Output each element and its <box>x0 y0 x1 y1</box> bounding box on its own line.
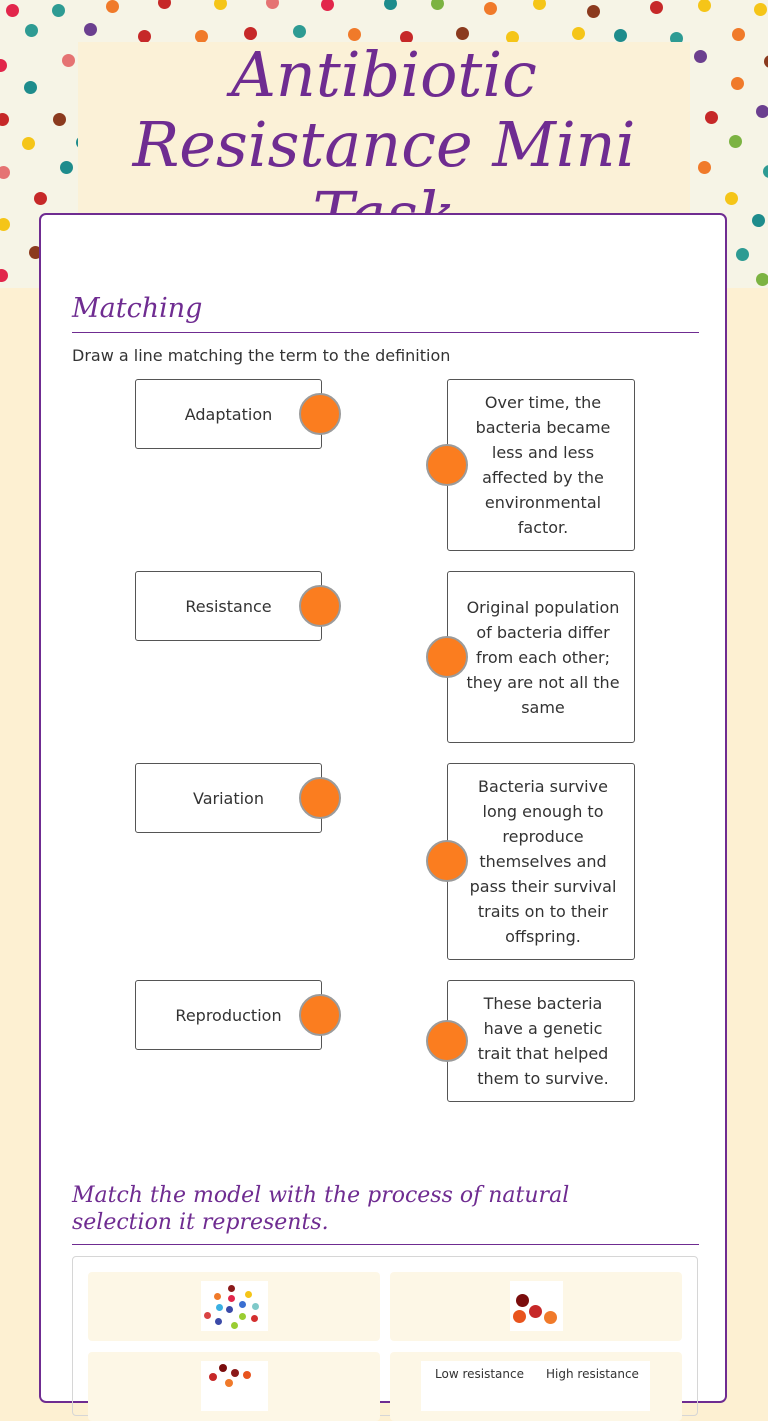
polka-dot <box>53 112 67 126</box>
polka-dot <box>430 0 444 10</box>
definition-text: Bacteria survive long enough to reproduc… <box>469 777 617 946</box>
models-divider <box>72 1244 699 1245</box>
polka-dot <box>698 160 712 174</box>
definition-match-handle-2[interactable] <box>426 636 468 678</box>
polka-dot <box>24 80 38 94</box>
term-match-handle-3[interactable] <box>299 777 341 819</box>
polka-dot <box>105 0 119 13</box>
polka-dot <box>348 28 362 42</box>
polka-dot <box>614 29 628 43</box>
polka-dot <box>138 30 152 44</box>
term-label: Resistance <box>185 596 272 616</box>
polka-dot <box>195 30 209 44</box>
resistant-bacteria-image <box>510 1281 563 1331</box>
polka-dot <box>52 4 66 18</box>
definition-text: Original population of bacteria differ f… <box>466 597 620 717</box>
definition-text: These bacteria have a genetic trait that… <box>477 994 609 1088</box>
definition-card-3[interactable]: Bacteria survive long enough to reproduc… <box>447 763 635 960</box>
term-card-adaptation[interactable]: Adaptation <box>135 379 322 449</box>
polka-dot <box>704 111 718 124</box>
polka-dot <box>728 134 742 148</box>
polka-dot <box>0 217 10 231</box>
model-grid: Low resistance High resistance <box>72 1256 698 1421</box>
matching-instructions: Draw a line matching the term to the def… <box>72 346 451 365</box>
models-heading: Match the model with the process of natu… <box>72 1183 570 1235</box>
polka-dot <box>505 31 519 45</box>
term-card-reproduction[interactable]: Reproduction <box>135 980 322 1050</box>
definition-card-2[interactable]: Original population of bacteria differ f… <box>447 571 635 743</box>
polka-dot <box>0 269 9 283</box>
definition-text: Over time, the bacteria became less and … <box>475 393 611 537</box>
polka-dot <box>384 0 398 10</box>
mixed-bacteria-image <box>201 1281 268 1331</box>
polka-dot <box>754 2 768 16</box>
polka-dot <box>6 4 20 18</box>
polka-dot <box>293 25 307 39</box>
model-tile-3[interactable] <box>88 1352 380 1421</box>
definition-card-4[interactable]: These bacteria have a genetic trait that… <box>447 980 635 1102</box>
low-resistance-label: Low resistance <box>435 1367 524 1381</box>
term-match-handle-4[interactable] <box>299 994 341 1036</box>
polka-dot <box>157 0 171 10</box>
polka-dot <box>670 31 684 45</box>
polka-dot <box>25 24 39 38</box>
header-banner: Antibiotic Resistance Mini Task <box>0 0 768 288</box>
polka-dot <box>752 214 766 228</box>
model-tile-1[interactable] <box>88 1272 380 1341</box>
resistance-graph-image: Low resistance High resistance <box>421 1361 650 1411</box>
polka-dot <box>731 28 745 42</box>
definition-card-1[interactable]: Over time, the bacteria became less and … <box>447 379 635 551</box>
polka-dot <box>0 112 10 126</box>
polka-dot <box>34 191 48 205</box>
polka-dot <box>61 53 75 67</box>
polka-dot <box>0 58 7 72</box>
polka-dot <box>763 54 768 68</box>
model-tile-2[interactable] <box>390 1272 682 1341</box>
worksheet-panel: Matching Draw a line matching the term t… <box>39 213 727 1421</box>
polka-dot <box>483 2 497 16</box>
polka-dot <box>762 165 768 179</box>
term-card-resistance[interactable]: Resistance <box>135 571 322 641</box>
polka-dot <box>214 0 228 10</box>
matching-divider <box>72 332 699 333</box>
page-title: Antibiotic Resistance Mini Task <box>132 42 636 220</box>
polka-dot <box>755 105 768 119</box>
definition-match-handle-3[interactable] <box>426 840 468 882</box>
definition-match-handle-4[interactable] <box>426 1020 468 1062</box>
polka-dot <box>756 272 768 286</box>
polka-dot <box>736 247 750 261</box>
polka-dot <box>533 0 547 10</box>
polka-dot <box>244 27 258 41</box>
high-resistance-label: High resistance <box>546 1367 639 1381</box>
polka-dot <box>320 0 334 12</box>
term-card-variation[interactable]: Variation <box>135 763 322 833</box>
term-match-handle-2[interactable] <box>299 585 341 627</box>
polka-dot <box>59 160 73 174</box>
matching-heading: Matching <box>72 293 203 324</box>
title-card: Antibiotic Resistance Mini Task <box>78 42 690 220</box>
polka-dot <box>84 22 98 36</box>
polka-dot <box>694 50 708 64</box>
polka-dot <box>400 31 414 45</box>
model-tile-4[interactable]: Low resistance High resistance <box>390 1352 682 1421</box>
term-match-handle-1[interactable] <box>299 393 341 435</box>
polka-dot <box>455 27 469 41</box>
polka-dot <box>698 0 712 12</box>
polka-dot <box>21 136 35 150</box>
polka-dot <box>730 77 744 91</box>
polka-dot <box>0 165 11 179</box>
polka-dot <box>650 0 664 14</box>
definition-match-handle-1[interactable] <box>426 444 468 486</box>
polka-dot <box>266 0 280 10</box>
term-label: Adaptation <box>184 404 273 424</box>
term-label: Reproduction <box>175 1005 282 1025</box>
term-label: Variation <box>193 788 264 808</box>
polka-dot <box>725 191 739 205</box>
polka-dot <box>572 27 586 41</box>
polka-dot <box>586 4 600 18</box>
surviving-bacteria-image <box>201 1361 268 1411</box>
